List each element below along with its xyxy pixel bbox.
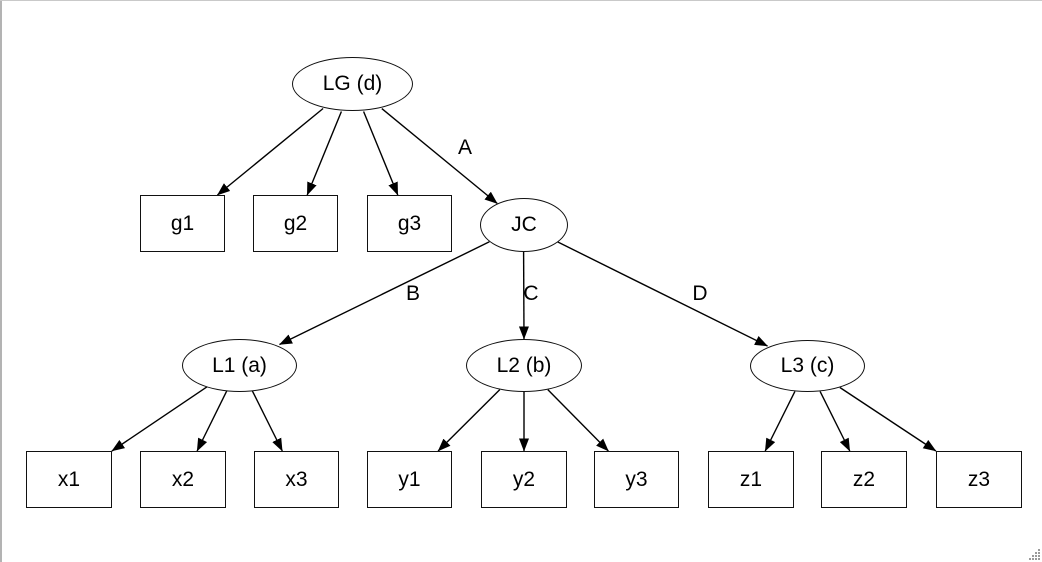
node-label: x2 <box>171 467 195 491</box>
node-label: JC <box>511 213 537 236</box>
edge-L1-x2 <box>196 390 228 452</box>
node-g2[interactable]: g2 <box>253 195 338 252</box>
node-x1[interactable]: x1 <box>26 451 112 508</box>
node-label: g2 <box>283 211 308 235</box>
edge-L2-y3 <box>547 389 609 452</box>
node-label: x3 <box>285 467 308 491</box>
node-L1[interactable]: L1 (a) <box>182 339 297 392</box>
resize-grip-icon[interactable] <box>1026 546 1041 561</box>
node-label: y2 <box>512 467 536 491</box>
node-x2[interactable]: x2 <box>140 451 226 508</box>
node-LG[interactable]: LG (d) <box>292 57 413 111</box>
edge-LG-g3 <box>362 111 399 196</box>
node-label: z2 <box>852 467 876 491</box>
node-label: LG (d) <box>322 72 383 95</box>
edge-label-D: D <box>692 282 708 305</box>
edge-L1-x1 <box>111 386 208 452</box>
edge-L2-y1 <box>437 389 501 452</box>
node-x3[interactable]: x3 <box>254 451 339 508</box>
node-label: L3 (c) <box>780 354 835 377</box>
node-label: g1 <box>170 211 195 235</box>
node-L3[interactable]: L3 (c) <box>750 340 865 392</box>
node-g3[interactable]: g3 <box>367 195 452 252</box>
node-label: L1 (a) <box>212 353 267 377</box>
window-frame-top <box>0 0 1042 1</box>
edge-JC-L1 <box>279 241 490 346</box>
node-label: z1 <box>739 467 763 491</box>
node-y2[interactable]: y2 <box>481 451 567 508</box>
node-label: g3 <box>397 211 422 235</box>
node-z2[interactable]: z2 <box>821 451 907 508</box>
node-label: y1 <box>398 467 421 491</box>
edge-JC-L3 <box>557 241 768 347</box>
edge-label-B: B <box>405 282 421 305</box>
edge-L3-z3 <box>839 386 937 452</box>
node-label: z3 <box>967 467 991 491</box>
edge-label-A: A <box>457 136 473 159</box>
node-z3[interactable]: z3 <box>936 451 1022 508</box>
node-label: L2 (b) <box>496 353 552 377</box>
edge-label-C: C <box>523 282 539 305</box>
node-y1[interactable]: y1 <box>367 451 452 508</box>
edge-LG-g1 <box>216 107 324 196</box>
edge-L1-x3 <box>251 390 283 452</box>
edge-L3-z1 <box>764 391 796 452</box>
node-z1[interactable]: z1 <box>708 451 794 508</box>
node-g1[interactable]: g1 <box>140 195 225 252</box>
window-frame-left <box>0 0 2 562</box>
edge-L3-z2 <box>819 391 851 452</box>
node-label: y3 <box>625 467 648 491</box>
node-label: x1 <box>57 467 81 491</box>
edge-LG-JC <box>381 108 498 205</box>
node-JC[interactable]: JC <box>480 198 568 252</box>
node-y3[interactable]: y3 <box>594 451 679 508</box>
edge-LG-g2 <box>306 111 343 196</box>
node-L2[interactable]: L2 (b) <box>466 339 582 392</box>
